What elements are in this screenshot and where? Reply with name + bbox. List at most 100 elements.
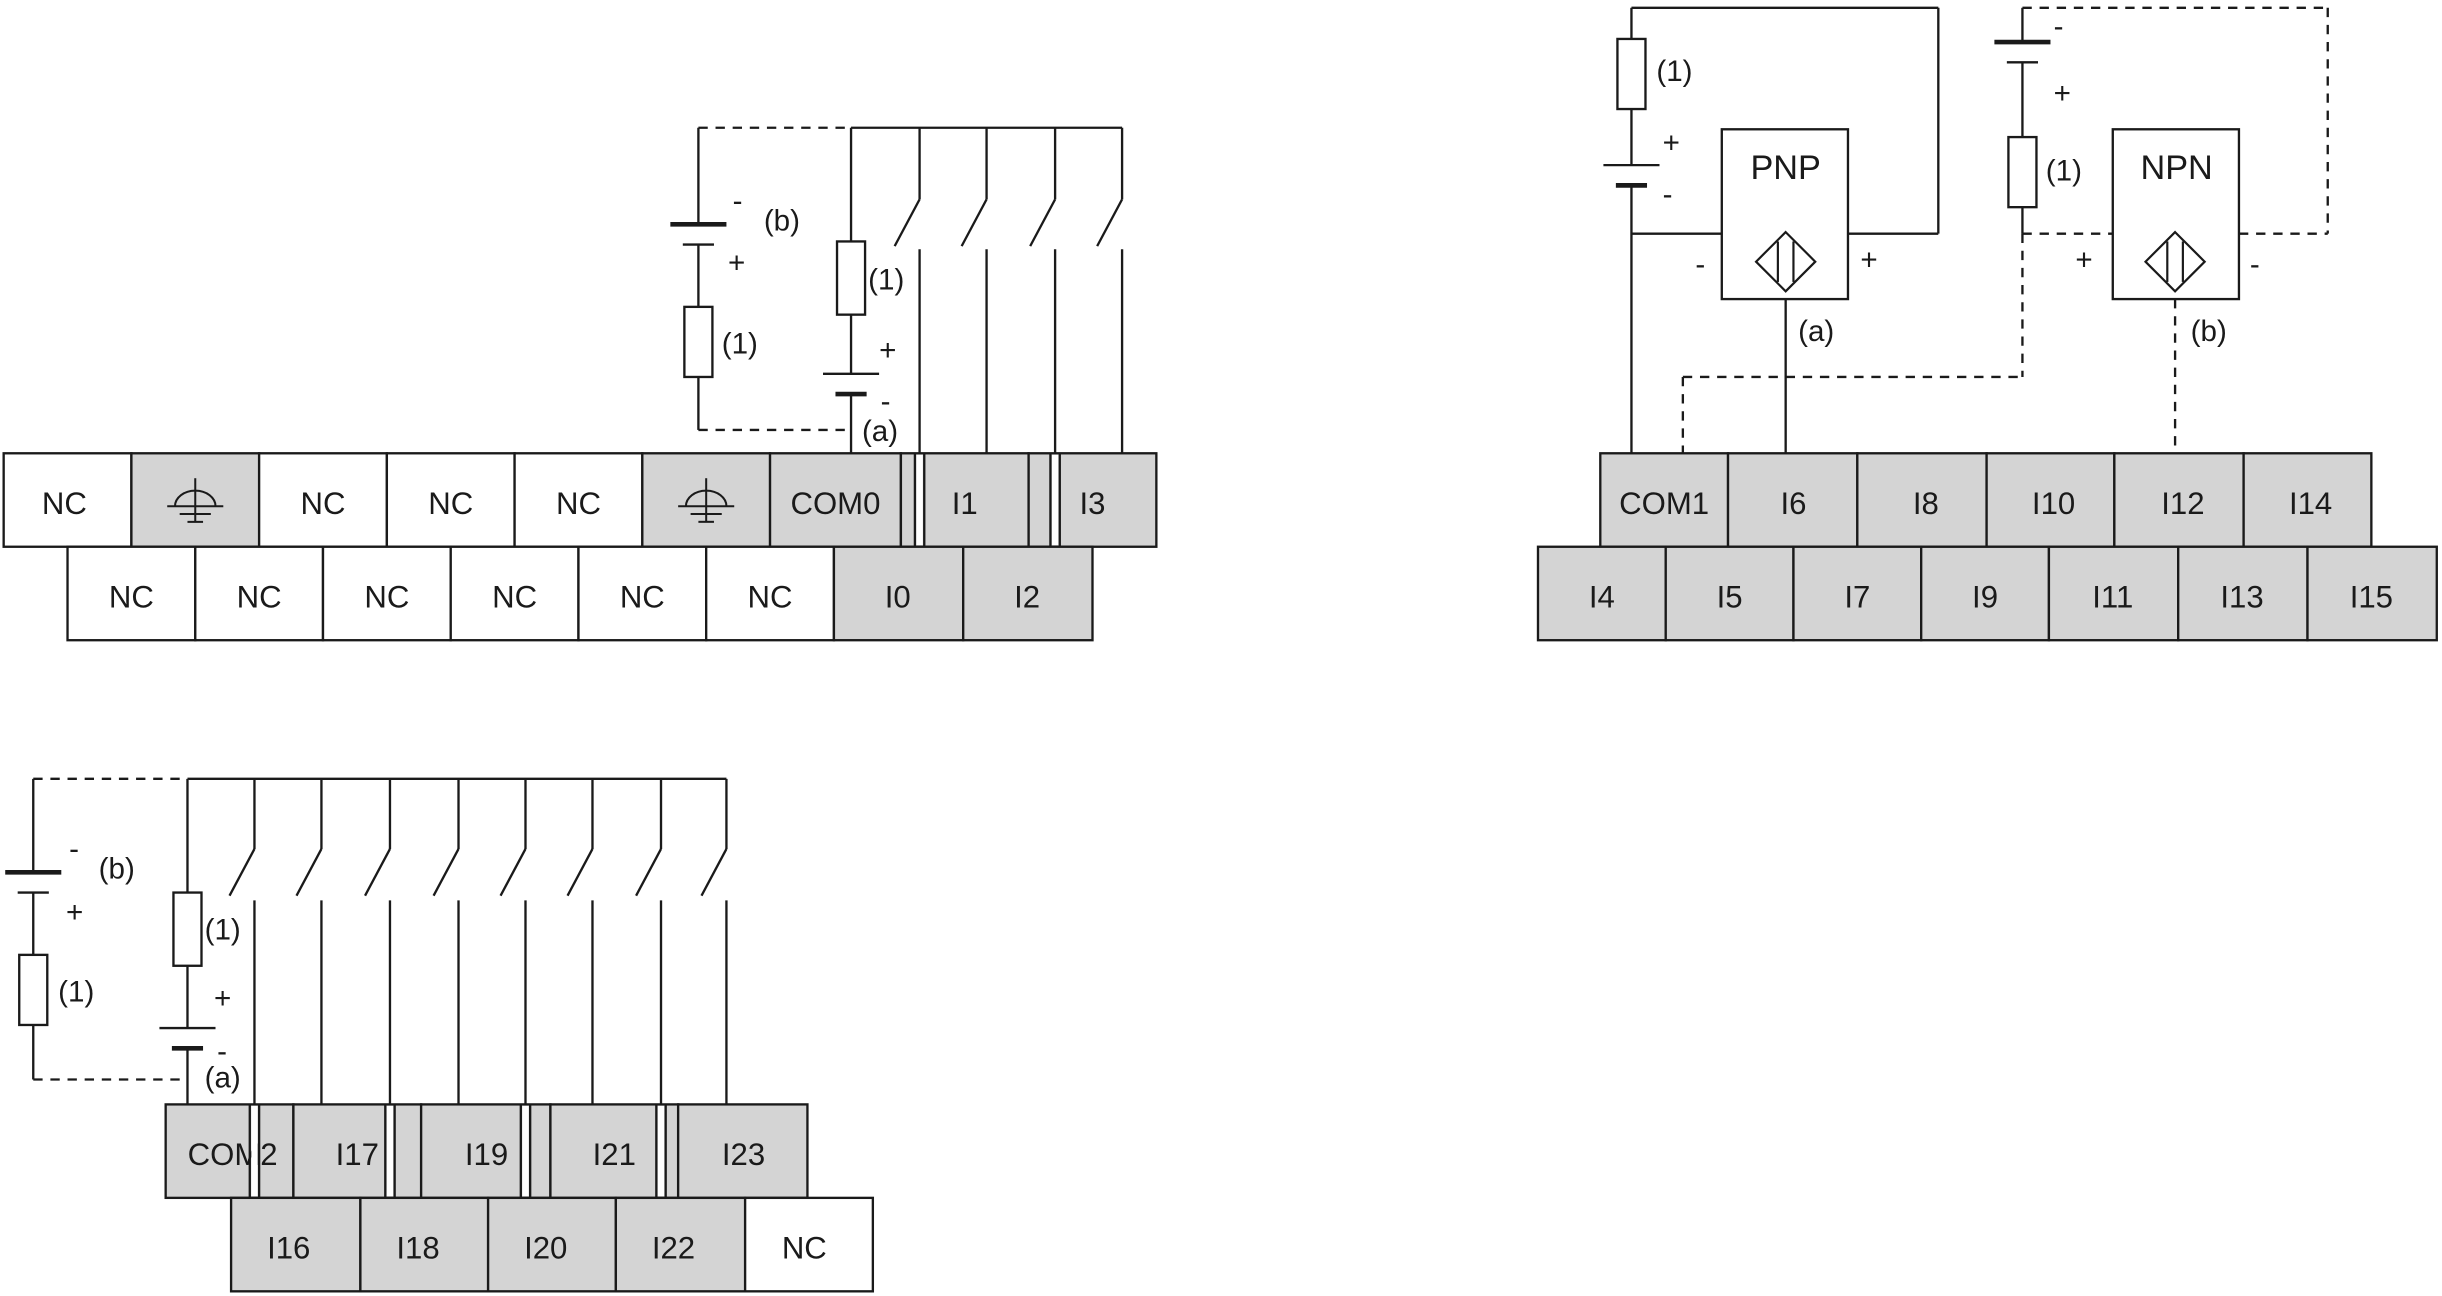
terminal-com0: COM0: [768, 452, 903, 548]
block2-npn-fuse-label: (1): [2046, 155, 2082, 188]
svg-text:I16: I16: [267, 1231, 310, 1266]
terminal-i17: I17: [292, 1103, 423, 1200]
terminal-i12: I12: [2113, 452, 2245, 548]
block2-npn-batt-minus: -: [2054, 10, 2064, 43]
proximity-sensor-icon: [1754, 230, 1817, 293]
svg-text:COM1: COM1: [1619, 486, 1709, 521]
terminal-nc: NC: [2, 452, 133, 548]
svg-text:NC: NC: [492, 580, 537, 615]
terminal-i7: I7: [1792, 545, 1923, 642]
npn-b-label: (b): [2191, 315, 2227, 348]
svg-text:NC: NC: [364, 580, 409, 615]
terminal-i11: I11: [2047, 545, 2180, 642]
terminal-nc: NC: [513, 452, 644, 548]
terminal-earth: [641, 452, 772, 548]
npn-label: NPN: [2140, 149, 2212, 187]
input-block-com2: - (b) + (1) (1) + - (a) COM2 I17 I19 I21…: [5, 777, 875, 1293]
terminal-nc: NC: [577, 545, 708, 642]
block3-b-fuse-label: (1): [58, 976, 94, 1009]
svg-text:I10: I10: [2032, 486, 2075, 521]
terminal-i20: I20: [486, 1196, 618, 1293]
pnp-a-label: (a): [1798, 315, 1834, 348]
block2-npn-batt-plus: +: [2054, 77, 2071, 110]
terminal-nc: NC: [257, 452, 389, 548]
terminal-i18: I18: [359, 1196, 490, 1293]
svg-text:NC: NC: [556, 486, 601, 521]
svg-text:I5: I5: [1717, 580, 1743, 615]
terminal-i2: I2: [962, 545, 1094, 642]
block2-pnp-fuse-label: (1): [1656, 55, 1692, 88]
terminal-com2: COM2: [164, 1103, 295, 1200]
terminal-i5: I5: [1664, 545, 1795, 642]
svg-text:I15: I15: [2350, 580, 2393, 615]
svg-text:I14: I14: [2289, 486, 2332, 521]
svg-text:I23: I23: [722, 1137, 765, 1172]
terminal-i10: I10: [1985, 452, 2116, 548]
terminal-nc: NC: [743, 1196, 875, 1293]
terminal-i4: I4: [1536, 545, 1667, 642]
svg-text:NC: NC: [782, 1231, 827, 1266]
svg-text:I8: I8: [1913, 486, 1939, 521]
svg-text:I2: I2: [1014, 580, 1040, 615]
terminal-i9: I9: [1920, 545, 2051, 642]
block3-a-plus: +: [214, 982, 231, 1015]
block3-a-minus: -: [217, 1035, 227, 1068]
terminal-i15: I15: [2306, 545, 2438, 642]
block1-a-fuse-label: (1): [868, 264, 904, 297]
input-block-com1: (1) + - - + (a) - + (1) + - (b) PNP NPN …: [1536, 6, 2438, 642]
svg-text:I1: I1: [952, 486, 978, 521]
block2-pnp-batt-minus: -: [1663, 178, 1673, 211]
terminal-nc: NC: [321, 545, 452, 642]
terminal-i22: I22: [614, 1196, 747, 1293]
npn-plus-label: +: [2075, 243, 2092, 276]
block1-a-minus: -: [881, 385, 891, 418]
terminal-i0: I0: [832, 545, 965, 642]
terminal-earth: [130, 452, 261, 548]
block2-wiring: [1603, 6, 2329, 454]
terminal-i23: I23: [676, 1103, 809, 1200]
terminal-i6: I6: [1726, 452, 1859, 548]
svg-text:NC: NC: [748, 580, 793, 615]
block3-wiring: [5, 777, 728, 1198]
terminal-com1: COM1: [1599, 452, 1730, 548]
svg-text:I6: I6: [1780, 486, 1806, 521]
terminal-nc: NC: [449, 545, 580, 642]
svg-text:NC: NC: [237, 580, 282, 615]
terminal-nc: NC: [194, 545, 325, 642]
terminal-nc: NC: [66, 545, 197, 642]
block3-b-minus: -: [69, 832, 79, 865]
svg-text:NC: NC: [300, 486, 345, 521]
svg-text:I0: I0: [885, 580, 911, 615]
svg-text:I22: I22: [652, 1231, 695, 1266]
block3-a-label: (a): [205, 1061, 241, 1094]
block2-pnp-batt-plus: +: [1663, 127, 1680, 160]
svg-text:I7: I7: [1844, 580, 1870, 615]
terminal-i3: I3: [1027, 452, 1158, 548]
npn-minus-label: -: [2250, 248, 2260, 281]
pnp-minus-label: -: [1695, 248, 1705, 281]
svg-text:NC: NC: [620, 580, 665, 615]
svg-text:I17: I17: [336, 1137, 379, 1172]
proximity-sensor-icon: [2143, 230, 2207, 293]
terminal-i19: I19: [419, 1103, 552, 1200]
terminal-nc: NC: [705, 545, 836, 642]
block1-b-label: (b): [764, 205, 800, 238]
svg-text:I13: I13: [2220, 580, 2263, 615]
terminal-nc: NC: [385, 452, 516, 548]
terminal-i14: I14: [2242, 452, 2373, 548]
svg-text:NC: NC: [109, 580, 154, 615]
block1-a-plus: +: [879, 334, 896, 367]
input-block-com0: - (b) + (1) (1) + - (a) NC NC NC NC COM0…: [2, 126, 1158, 642]
pnp-label: PNP: [1750, 149, 1820, 187]
block1-b-minus: -: [733, 184, 743, 217]
block3-b-label: (b): [99, 853, 135, 886]
block3-a-fuse-label: (1): [205, 913, 241, 946]
svg-text:I11: I11: [2092, 580, 2133, 615]
block1-b-fuse-label: (1): [722, 328, 758, 361]
block1-wiring: [670, 126, 1124, 546]
svg-text:I18: I18: [396, 1231, 439, 1266]
svg-text:I19: I19: [465, 1137, 508, 1172]
svg-text:I9: I9: [1972, 580, 1998, 615]
block1-a-label: (a): [862, 415, 898, 448]
